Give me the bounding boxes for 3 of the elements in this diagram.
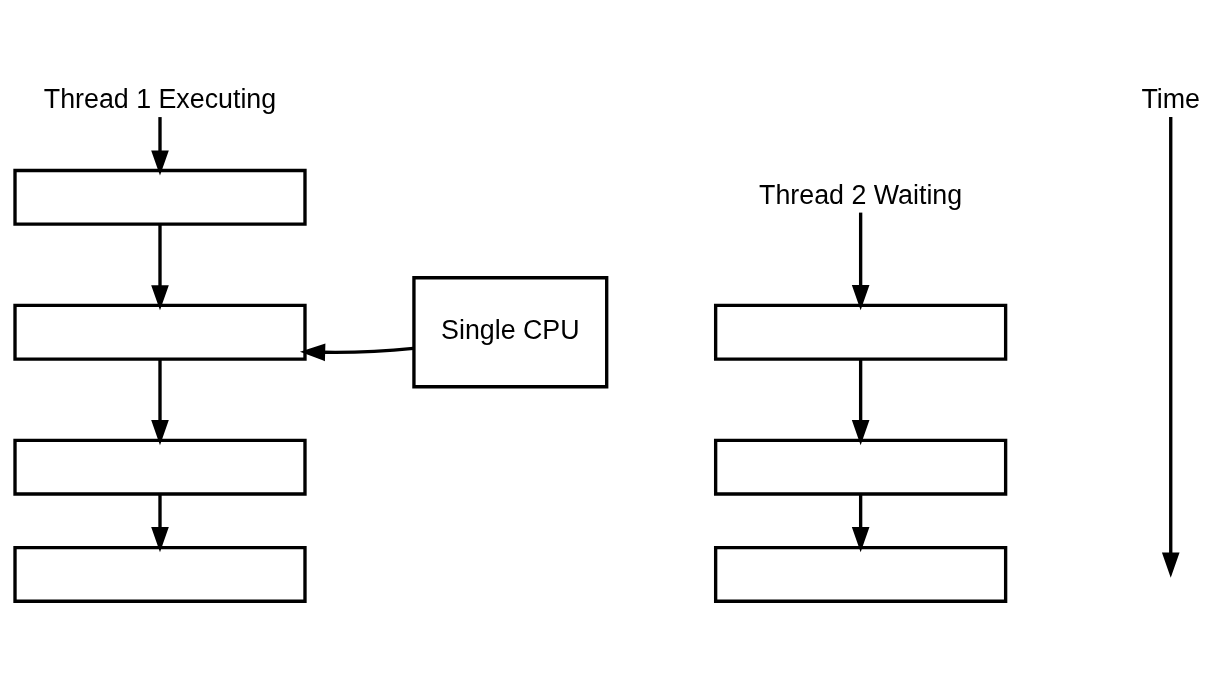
node-text: Time: [1141, 83, 1201, 114]
node-text: Thread 1 Executing: [43, 83, 277, 114]
node-text: Thread 2 Waiting: [759, 179, 963, 210]
